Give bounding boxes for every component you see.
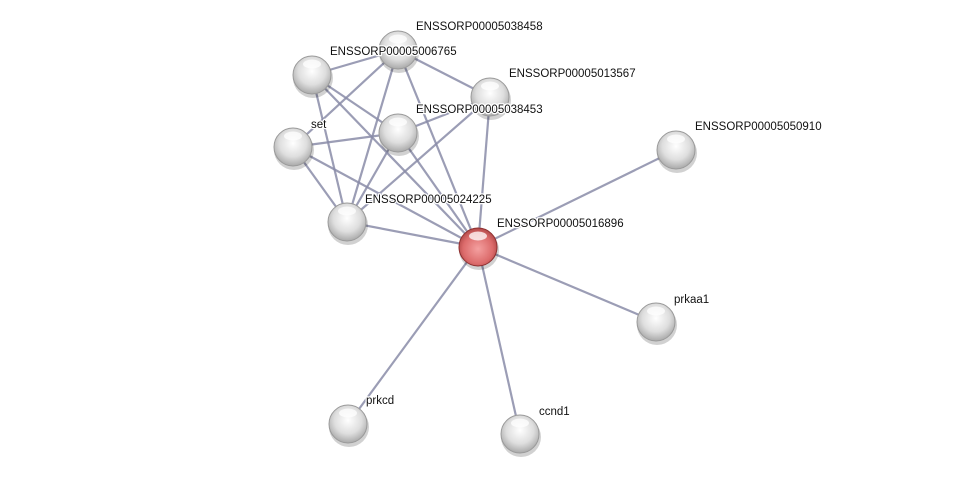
node-label-n016896: ENSSORP00005016896 [497, 218, 624, 230]
node-label-set: set [311, 119, 327, 131]
edge-n038458-set[interactable] [292, 49, 399, 148]
protein-node[interactable] [378, 113, 419, 156]
edge-n016896-prkcd[interactable] [347, 246, 479, 425]
edge-n016896-ccnd1[interactable] [476, 246, 522, 435]
protein-node[interactable] [273, 127, 314, 170]
node-label-n024225: ENSSORP00005024225 [365, 194, 492, 206]
edge-n038453-n016896[interactable] [397, 132, 479, 248]
edge-n038458-n016896[interactable] [396, 49, 480, 248]
edge-n024225-n016896[interactable] [346, 220, 479, 249]
node-label-n013567: ENSSORP00005013567 [509, 68, 636, 80]
protein-node[interactable] [328, 404, 369, 447]
node-label-prkaa1: prkaa1 [674, 294, 709, 306]
node-label-n038453: ENSSORP00005038453 [416, 104, 543, 116]
protein-node[interactable] [292, 55, 333, 98]
edge-n006765-n024225[interactable] [310, 74, 349, 223]
node-label-n038458: ENSSORP00005038458 [416, 21, 543, 33]
protein-node[interactable] [470, 77, 511, 120]
edge-n016896-prkaa1[interactable] [477, 245, 657, 324]
protein-node[interactable] [636, 302, 677, 345]
protein-node[interactable] [327, 202, 368, 245]
node-label-prkcd: prkcd [366, 395, 394, 407]
node-label-n050910: ENSSORP00005050910 [695, 121, 822, 133]
edge-n013567-n024225[interactable] [346, 96, 491, 223]
edge-set-n016896[interactable] [292, 146, 479, 248]
protein-node[interactable] [378, 30, 419, 73]
protein-node[interactable] [656, 130, 697, 173]
edge-n016896-n050910[interactable] [477, 149, 677, 248]
edge-n013567-n016896[interactable] [476, 96, 492, 248]
node-label-n006765: ENSSORP00005006765 [330, 46, 457, 58]
protein-node[interactable] [500, 414, 541, 457]
node-label-ccnd1: ccnd1 [539, 406, 570, 418]
query-node[interactable] [458, 227, 499, 270]
